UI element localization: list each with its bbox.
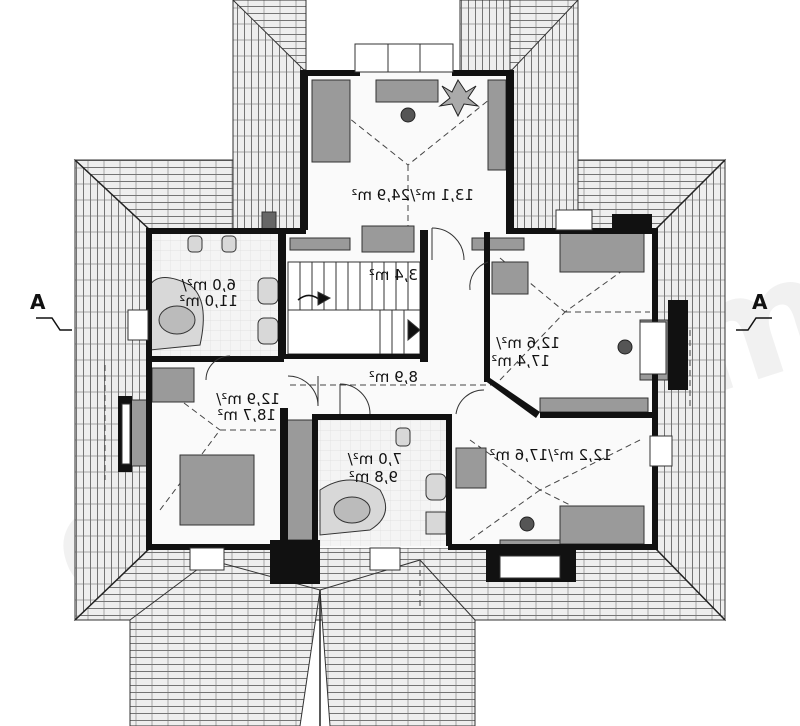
wardrobe (539, 397, 649, 413)
window (127, 309, 149, 341)
area-bedroom-right-1: 12,6 m²/ (495, 334, 560, 352)
area-stair: 3,4 m² (369, 266, 418, 284)
chair (400, 107, 416, 123)
window (639, 321, 667, 375)
area-labels: 13,1 m²/24,9 m² 6,0 m²/ 11,0 m² 3,4 m² 1… (179, 186, 612, 486)
section-marker-left: A (30, 290, 72, 331)
area-hall: 8,9 m² (369, 368, 418, 386)
shelf (289, 237, 351, 251)
desk (129, 399, 149, 467)
bathtub-basin (158, 305, 196, 335)
boiler (261, 211, 277, 231)
toilet (395, 427, 411, 447)
bed (311, 79, 351, 163)
chair (617, 339, 633, 355)
cabinet (491, 261, 529, 295)
sink (257, 317, 279, 345)
section-marker-right: A (736, 290, 772, 331)
toilet (187, 235, 203, 253)
bidet (221, 235, 237, 253)
plant-icon (438, 79, 480, 118)
shelf (471, 237, 525, 251)
section-label: A (752, 290, 768, 314)
wardrobe (285, 419, 315, 541)
window (649, 435, 673, 467)
area-bathroom-middle-2: 9,8 m² (349, 468, 398, 486)
section-label: A (30, 290, 46, 314)
windows (121, 43, 673, 579)
area-bathroom-left-2: 11,0 m² (179, 292, 238, 310)
area-bedroom-left-2: 18,7 m² (217, 406, 276, 424)
bed (559, 231, 645, 273)
area-bathroom-middle-1: 7,0 m²/ (347, 450, 402, 468)
window (369, 547, 401, 571)
area-bedroom-right-2: 17,4 m² (491, 352, 550, 370)
window (499, 555, 561, 579)
cabinet (455, 447, 487, 489)
area-bedroom-left-1: 12,9 m²/ (215, 390, 280, 408)
window (555, 209, 593, 231)
window (121, 403, 131, 465)
staircase (287, 261, 421, 355)
area-bedroom-top: 13,1 m²/24,9 m² (351, 186, 474, 204)
bathtub-basin (333, 496, 371, 524)
wardrobe (487, 79, 507, 171)
sink (425, 473, 447, 501)
dormer-window (354, 43, 454, 73)
doors (205, 227, 489, 415)
window (189, 547, 225, 571)
bed (179, 454, 255, 526)
dresser (361, 225, 415, 253)
chair (519, 516, 535, 532)
chairs (400, 79, 633, 532)
area-bedroom-bottom-right: 12,2 m²/17,6 m² (489, 446, 612, 464)
desk (375, 79, 439, 103)
sink (257, 277, 279, 305)
area-bathroom-left-1: 6,0 m²/ (181, 276, 236, 294)
roof (73, 0, 727, 726)
cabinet (151, 367, 195, 403)
bed (559, 505, 645, 545)
shower (425, 511, 447, 535)
